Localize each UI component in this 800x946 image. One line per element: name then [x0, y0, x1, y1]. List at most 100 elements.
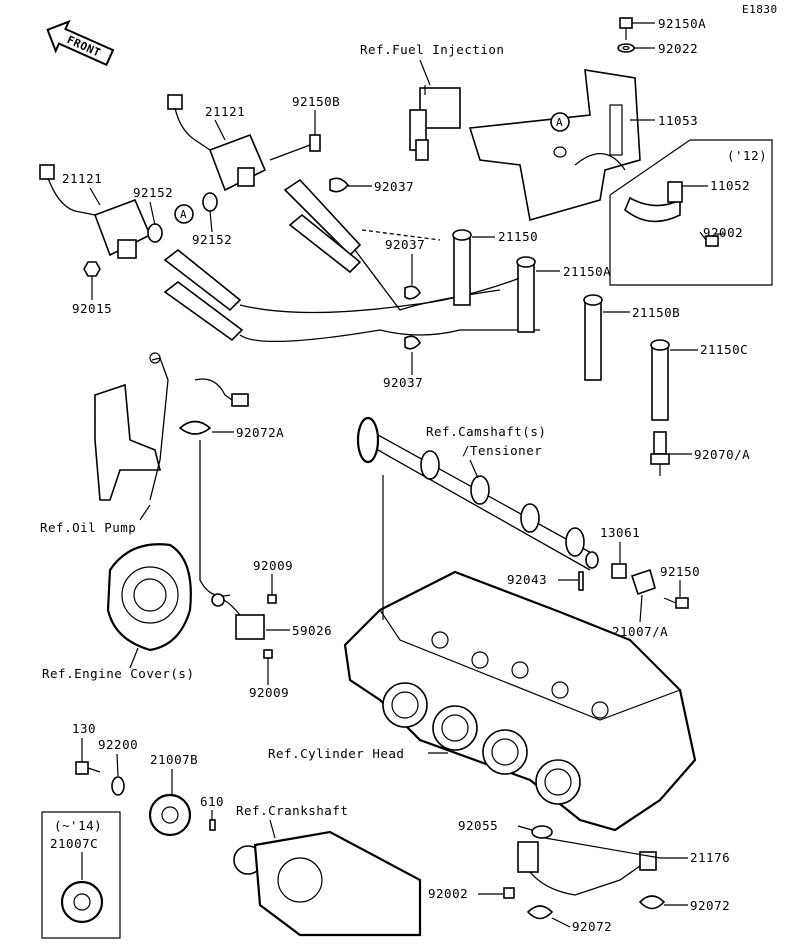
bolt-92002-upper [699, 231, 719, 247]
bolt-92150A [619, 17, 633, 40]
marker-a-upper [550, 112, 570, 132]
sensor-59026 [211, 593, 265, 640]
clamp-11052 [624, 181, 683, 223]
camshaft [356, 416, 599, 571]
callout-21007A: 21007/A [612, 624, 668, 639]
callout-21150C: 21150C [700, 342, 748, 357]
ref-tensioner: /Tensioner [462, 443, 542, 458]
callout-92150A: 92150A [658, 16, 706, 31]
variant-box-2014 [41, 811, 121, 939]
ref-fuel-injection: Ref.Fuel Injection [360, 42, 504, 57]
callout-92009-lower: 92009 [249, 685, 289, 700]
plug-cap-21150C [650, 339, 670, 421]
ignition-coil-front [39, 164, 152, 259]
bolt-92150 [663, 597, 689, 609]
callout-92002-upper: 92002 [703, 225, 743, 240]
pin-610 [209, 819, 216, 831]
damper-92037-lower [404, 335, 421, 350]
engine-cover [106, 543, 192, 652]
seal-92055 [531, 825, 553, 839]
callout-92002-lower: 92002 [428, 886, 468, 901]
clamp-92072-b [638, 895, 666, 910]
callout-610: 610 [200, 794, 224, 809]
rotor-21007C [60, 880, 104, 924]
marker-a-left [174, 204, 194, 224]
bolt-130 [75, 761, 101, 775]
callout-92072-a: 92072 [572, 919, 612, 934]
callout-92037-upper: 92037 [374, 179, 414, 194]
callout-92022: 92022 [658, 41, 698, 56]
fuel-injection-module [409, 85, 461, 161]
plug-cap-21150 [452, 229, 472, 306]
callout-21007C: 21007C [50, 836, 98, 851]
variant-box-2012 [609, 139, 773, 286]
callout-92072-b: 92072 [690, 898, 730, 913]
callout-11052: 11052 [710, 178, 750, 193]
ref-crankshaft: Ref.Crankshaft [236, 803, 348, 818]
callout-21121-rear: 21121 [205, 104, 245, 119]
callout-11053: 11053 [658, 113, 698, 128]
callout-21176: 21176 [690, 850, 730, 865]
callout-92072A: 92072A [236, 425, 284, 440]
callout-92037-lower: 92037 [383, 375, 423, 390]
marker-a-left-label: A [180, 208, 187, 221]
figure-code: E1830 [742, 3, 778, 16]
clamp-92072A [178, 420, 212, 435]
tappet-13061 [611, 563, 627, 579]
ignition-coil-rear [167, 94, 267, 192]
callout-92015: 92015 [72, 301, 112, 316]
pin-92043 [578, 571, 584, 591]
oil-pump-bracket [94, 352, 169, 501]
front-arrow-icon: FRONT [46, 19, 115, 67]
plug-cap-21150A [516, 256, 536, 333]
clamp-92072-a [526, 905, 554, 920]
bolt-92150B [269, 134, 321, 161]
bracket-11053 [468, 69, 641, 222]
variant-2012-label: ('12) [727, 148, 767, 163]
damper-92037-middle [404, 285, 421, 300]
callout-21150A: 21150A [563, 264, 611, 279]
bolt-92009-upper [267, 594, 277, 604]
callout-13061: 13061 [600, 525, 640, 540]
cylinder-head [343, 570, 697, 832]
callout-92150B: 92150B [292, 94, 340, 109]
ref-engine-cover: Ref.Engine Cover(s) [42, 666, 195, 681]
callout-21121-front: 21121 [62, 171, 102, 186]
callout-21150: 21150 [498, 229, 538, 244]
callout-92055: 92055 [458, 818, 498, 833]
bolt-92009-lower [263, 649, 273, 659]
washer-92022 [617, 43, 635, 53]
callout-21007B: 21007B [150, 752, 198, 767]
callout-130: 130 [72, 721, 96, 736]
callout-92150: 92150 [660, 564, 700, 579]
rotor-21007B [148, 793, 192, 837]
washer-92200 [111, 776, 125, 796]
sensor-21176 [517, 841, 657, 896]
collar-92152-b [202, 192, 218, 212]
callout-21150B: 21150B [632, 305, 680, 320]
damper-92037-upper [329, 177, 350, 193]
callout-92043: 92043 [507, 572, 547, 587]
collar-92152-a [147, 223, 163, 243]
bolt-92002-lower [503, 887, 515, 899]
callout-59026: 59026 [292, 623, 332, 638]
coil-boots [163, 178, 362, 342]
nut-92015 [83, 261, 101, 277]
callout-92009-upper: 92009 [253, 558, 293, 573]
callout-92070A: 92070/A [694, 447, 750, 462]
ref-oil-pump: Ref.Oil Pump [40, 520, 136, 535]
callout-92152-b: 92152 [192, 232, 232, 247]
spark-plug-92070A [650, 431, 670, 476]
plug-cap-21150B [583, 294, 603, 381]
ref-cylinder-head: Ref.Cylinder Head [268, 746, 404, 761]
marker-a-upper-label: A [556, 116, 563, 129]
crankshaft [233, 830, 422, 937]
rotor-21007A [630, 568, 656, 596]
callout-92152-a: 92152 [133, 185, 173, 200]
callout-92200: 92200 [98, 737, 138, 752]
ref-camshaft: Ref.Camshaft(s) [426, 424, 546, 439]
variant-2014-label: (~'14) [54, 818, 102, 833]
callout-92037-middle: 92037 [385, 237, 425, 252]
